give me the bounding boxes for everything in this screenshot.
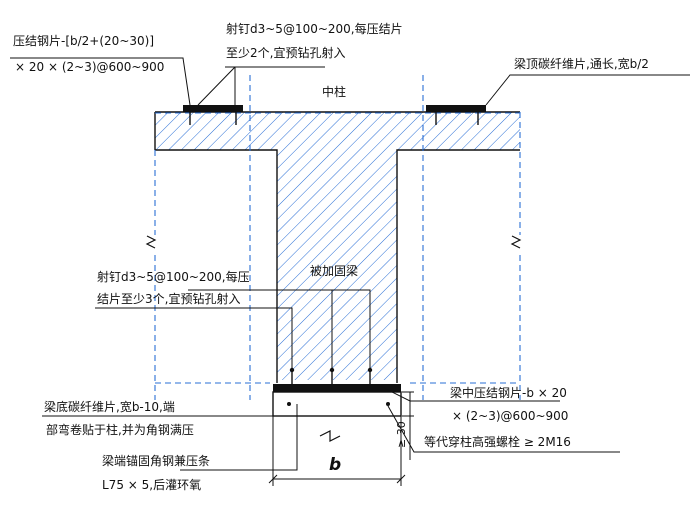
label-reinforced-beam: 被加固梁: [310, 264, 359, 278]
label-nail-mid-line2: 结片至少3个,宜预钻孔射入: [97, 292, 241, 306]
label-bolt: 等代穿柱高强螺栓 ≥ 2M16: [424, 435, 571, 449]
label-angle-line1: 梁端锚固角钢兼压条: [102, 454, 211, 468]
label-nail-top-line1: 射钉d3~5@100~200,每压结片: [226, 22, 403, 36]
label-nail-top-line2: 至少2个,宜预钻孔射入: [226, 46, 346, 60]
label-press-steel-line2: × 20 × (2~3)@600~900: [15, 60, 165, 74]
leader-lines: [10, 57, 690, 471]
dimension-30: [402, 391, 414, 460]
label-beam-top-cfrp: 梁顶碳纤维片,通长,宽b/2: [514, 57, 649, 71]
dimension-b: [268, 416, 406, 486]
label-bottom-cfrp-line2: 部弯卷贴于柱,并为角钢满压: [46, 423, 194, 437]
top-steel-plates: [183, 105, 486, 125]
dimension-b-label: b: [329, 455, 342, 475]
label-mid-press-line2: × (2~3)@600~900: [452, 409, 569, 423]
label-press-steel-line1: 压结钢片-[b/2+(20~30)]: [13, 34, 155, 48]
label-nail-mid-line1: 射钉d3~5@100~200,每压: [97, 270, 250, 284]
label-angle-line2: L75 × 5,后灌环氧: [102, 478, 202, 492]
break-marks: [145, 235, 522, 442]
label-middle-column: 中柱: [322, 85, 347, 99]
label-mid-press-line1: 梁中压结钢片-b × 20: [450, 386, 567, 400]
dimension-30-label: ≥ 30: [395, 421, 408, 448]
column-dashed-lines: [154, 75, 521, 400]
concrete-hatch: [155, 112, 520, 380]
label-bottom-cfrp-line1: 梁底碳纤维片,宽b-10,端: [44, 400, 175, 414]
